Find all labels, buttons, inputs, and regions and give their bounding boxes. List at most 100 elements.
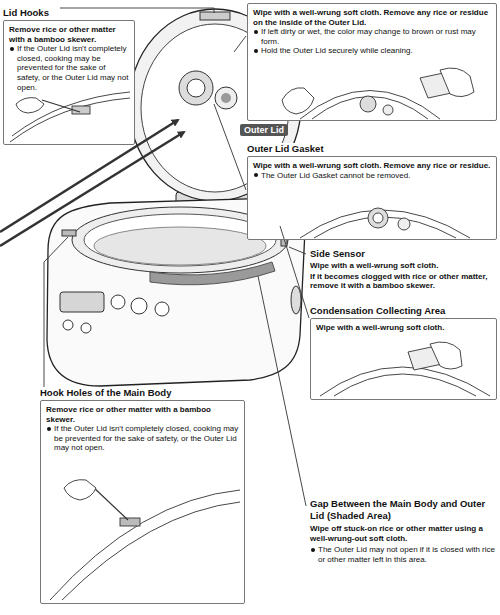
note-row: The Outer Lid may not open if it is clos… xyxy=(310,545,497,564)
illustration-space xyxy=(9,92,129,144)
note-text: If the Outer Lid isn't completely closed… xyxy=(17,44,129,92)
instruction-panel: Wipe with a well-wrung soft cloth. Remov… xyxy=(247,156,497,240)
illustration-space xyxy=(253,180,491,239)
gasket-sketch-part xyxy=(368,208,388,228)
part-heading: Hook Holes of the Main Body xyxy=(40,387,174,399)
bullet-dot xyxy=(254,173,258,177)
main-body-part xyxy=(131,298,147,314)
hook-hole-sketch-part xyxy=(50,490,240,600)
box-grounds-part xyxy=(247,150,497,240)
note-text: Hold the Outer Lid securely while cleani… xyxy=(261,46,491,56)
gasket-sketch-part xyxy=(373,213,383,223)
main-body-part xyxy=(150,262,275,285)
main-body-part xyxy=(63,320,73,330)
condensation-sketch-part xyxy=(430,342,462,369)
box-grounds-part xyxy=(40,394,245,604)
callout-box: Condensation Collecting AreaWipe with a … xyxy=(310,300,497,400)
note-text: The Outer Lid Gasket cannot be removed. xyxy=(261,171,491,181)
outer-lid-part xyxy=(179,71,213,105)
illustration-space xyxy=(46,453,239,603)
instruction-text: Wipe with a well-wrung soft cloth. Remov… xyxy=(253,161,491,171)
illustration-space xyxy=(316,333,491,399)
instruction-text: Wipe off stuck-on rice or other matter u… xyxy=(310,524,497,543)
lid-wipe-sketch-part xyxy=(383,105,393,115)
main-body-part xyxy=(81,323,91,333)
note-row: If the Outer Lid isn't completely closed… xyxy=(9,44,129,92)
leader-lines xyxy=(44,8,309,506)
condensation-sketch-part xyxy=(334,374,476,396)
lid-wipe-sketch-part xyxy=(282,88,314,114)
lid-wipe-sketch-part xyxy=(300,91,440,120)
hook-hole-sketch-part xyxy=(64,480,96,500)
illustration-space xyxy=(253,56,491,120)
note-row: The Outer Lid Gasket cannot be removed. xyxy=(253,171,491,181)
instruction-panel: Remove rice or other matter with a bambo… xyxy=(3,20,135,145)
bullet-dot xyxy=(311,548,315,552)
instruction-panel: Remove rice or other matter with a bambo… xyxy=(40,400,245,604)
lid-hook-sketch-part xyxy=(12,92,130,136)
leader-lines-part xyxy=(289,247,306,254)
main-body-part xyxy=(62,230,76,236)
callout-box: Wipe with a well-wrung soft cloth. Remov… xyxy=(247,3,497,121)
lid-hook-sketch-part xyxy=(16,98,44,113)
box-grounds-part xyxy=(310,312,497,400)
callout-box: Outer Lid GasketWipe with a well-wrung s… xyxy=(247,138,497,240)
outer-lid-part xyxy=(215,87,237,109)
callout-box: Hook Holes of the Main BodyRemove rice o… xyxy=(40,382,245,604)
main-body-part xyxy=(60,292,104,312)
part-heading: Lid Hooks xyxy=(3,7,52,19)
lid-wipe-sketch-part xyxy=(360,96,376,112)
leader-lines-part xyxy=(60,8,214,13)
box-grounds-part xyxy=(247,3,497,121)
main-body-part xyxy=(291,286,301,314)
leader-lines-part xyxy=(258,276,306,506)
instruction-text: Wipe with a well-wrung soft cloth. xyxy=(310,261,497,271)
leader-lines-part xyxy=(214,104,246,190)
part-heading: Outer Lid Gasket xyxy=(247,143,327,155)
hook-hole-sketch-part xyxy=(92,486,128,520)
lid-hook-sketch xyxy=(10,92,130,142)
outer-lid-part xyxy=(200,12,230,20)
hook-hole-sketch-part xyxy=(62,502,240,600)
lid-wipe-sketch-part xyxy=(312,97,428,120)
instruction-text: Remove rice or other matter with a bambo… xyxy=(9,25,129,44)
part-heading: Gap Between the Main Body and Outer Lid … xyxy=(310,498,500,522)
leader-lines-part xyxy=(44,237,68,388)
box-grounds-part xyxy=(3,14,135,145)
outer-lid-part xyxy=(221,93,231,103)
bullet-dot xyxy=(254,49,258,53)
note-text: The Outer Lid may not open if it is clos… xyxy=(318,545,497,564)
note-text: If left dirty or wet, the color may chan… xyxy=(261,27,491,46)
note-row: If the Outer Lid isn't completely closed… xyxy=(46,424,239,453)
main-body-part xyxy=(111,295,125,309)
hook-hole-sketch xyxy=(50,480,240,600)
lid-hook-sketch-part xyxy=(42,100,80,112)
outer-lid-part xyxy=(187,79,205,97)
instruction-text: Wipe with a well-wrung soft cloth. xyxy=(316,323,491,333)
note-row: Hold the Outer Lid securely while cleani… xyxy=(253,46,491,56)
gasket-sketch xyxy=(300,208,470,238)
lid-wipe-sketch-part xyxy=(440,68,474,97)
bullet-dot xyxy=(254,30,258,34)
main-body-part xyxy=(155,302,169,316)
gasket-sketch-part xyxy=(398,218,410,230)
main-body-part xyxy=(94,227,266,265)
instruction-panel: Wipe with a well-wrung soft cloth. Remov… xyxy=(247,3,497,121)
part-heading: Side Sensor xyxy=(310,248,368,260)
instruction-panel: Wipe with a well-wrung soft cloth. xyxy=(310,318,497,400)
part-label: Outer Lid xyxy=(240,124,288,136)
instruction-text: Remove rice or other matter with a bambo… xyxy=(46,405,239,424)
callout-box: Lid HooksRemove rice or other matter wit… xyxy=(3,2,135,145)
instruction-text: Wipe with a well-wrung soft cloth. Remov… xyxy=(253,8,491,27)
note-text: If the Outer Lid isn't completely closed… xyxy=(54,424,239,453)
condensation-sketch-part xyxy=(320,367,490,396)
part-heading: Condensation Collecting Area xyxy=(310,305,448,317)
bullet-dot xyxy=(10,47,14,51)
leader-lines-part xyxy=(234,36,246,52)
lid-wipe-sketch xyxy=(282,68,474,119)
instruction-text: If it becomes clogged with rice or other… xyxy=(310,272,497,291)
pointer-arrows-part xyxy=(0,132,184,246)
hook-hole-sketch-part xyxy=(120,518,140,526)
note-row: If left dirty or wet, the color may chan… xyxy=(253,27,491,46)
